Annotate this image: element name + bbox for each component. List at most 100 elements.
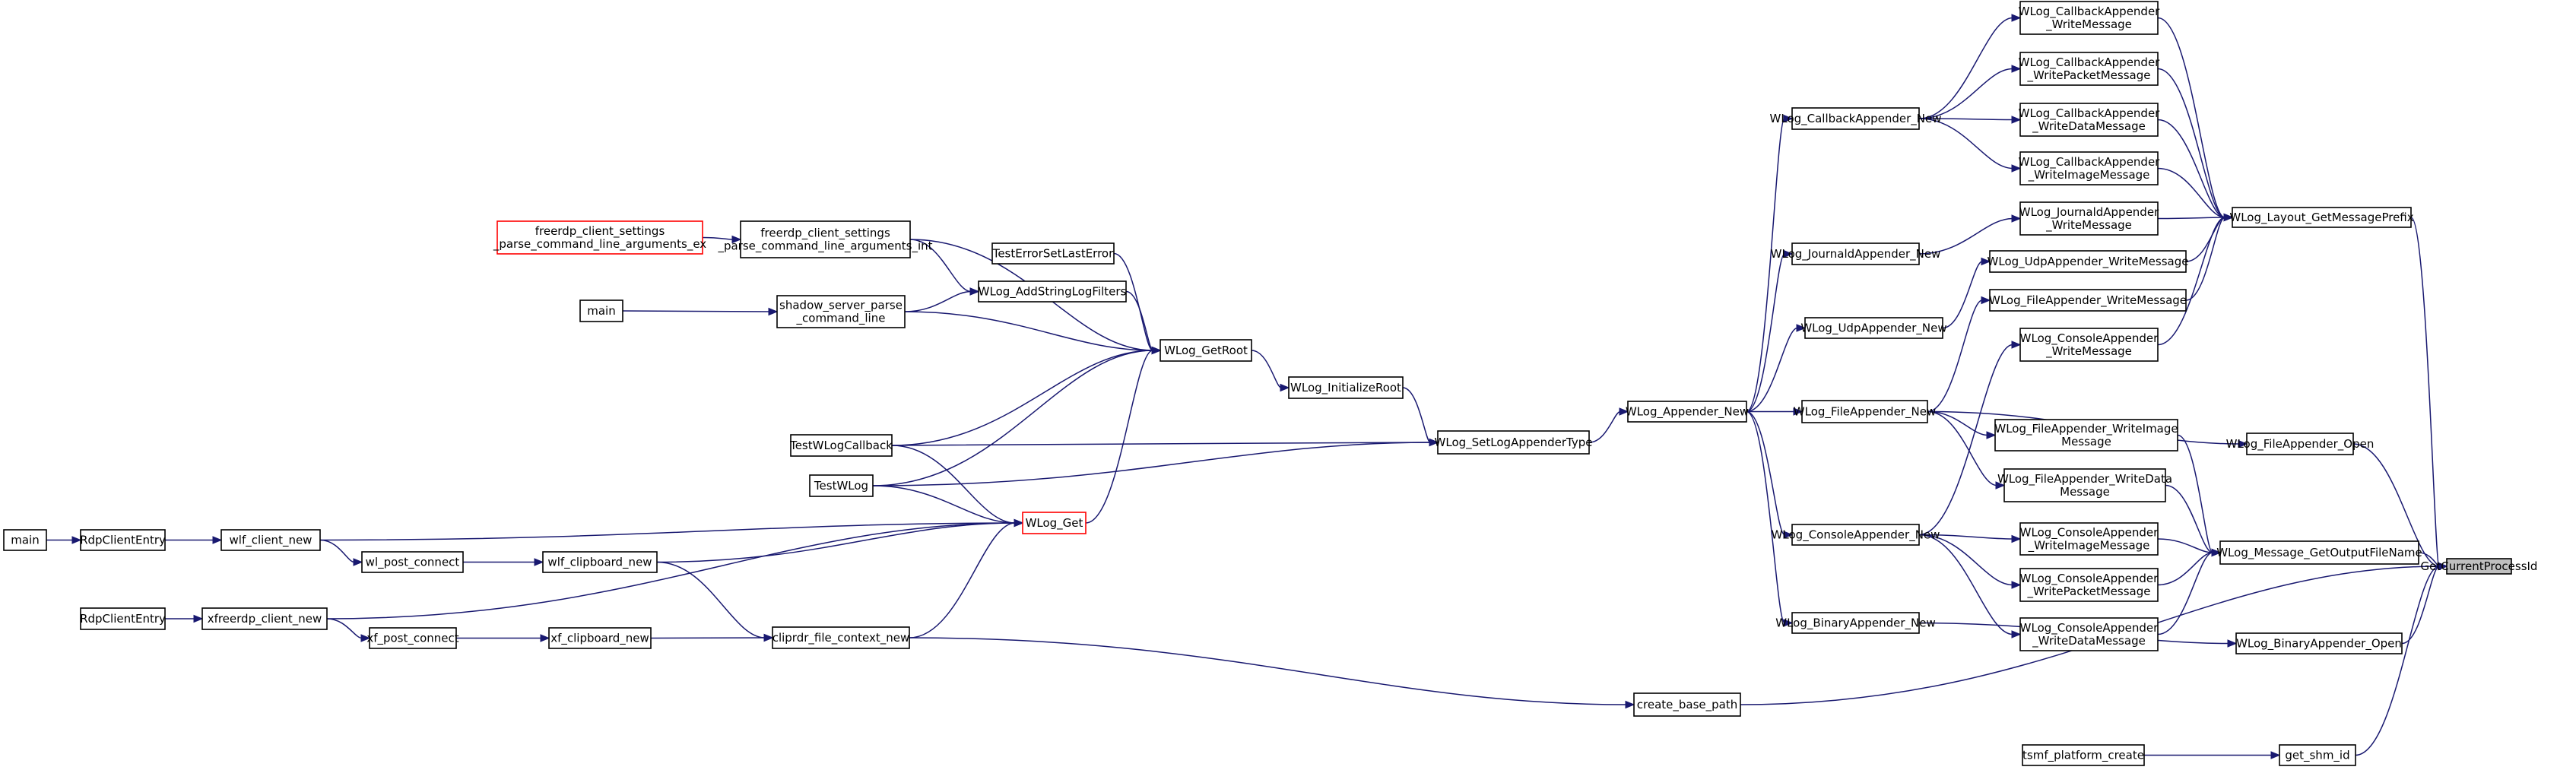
- node-box: [1989, 250, 2187, 273]
- edge-cb_wm-to-layout: [2157, 17, 2225, 218]
- graph-node-bin-open[interactable]: WLog_BinaryAppender_Open: [2235, 632, 2403, 654]
- edge-addfilt-to-getroot: [1125, 290, 1153, 351]
- graph-node-cliprdr[interactable]: cliprdr_file_context_new: [772, 626, 910, 649]
- arrowhead-xf_post-to-xf_clip: [540, 634, 550, 642]
- node-box: [740, 220, 911, 258]
- arrowhead-cliprdr-to-base_path: [1625, 700, 1635, 709]
- graph-node-getpid[interactable]: GetCurrentProcessId: [2421, 558, 2538, 575]
- graph-node-con-new[interactable]: WLog_ConsoleAppender_New: [1772, 524, 1940, 546]
- graph-node-main1[interactable]: main: [579, 299, 623, 322]
- graph-node-file-new[interactable]: WLog_FileAppender_New: [1794, 400, 1936, 423]
- node-box: [1288, 376, 1404, 399]
- graph-node-xfree[interactable]: xfreerdp_client_new: [201, 607, 328, 630]
- graph-node-jr-wm[interactable]: WLog_JournaldAppender_WriteMessage: [2019, 201, 2159, 236]
- graph-node-getout[interactable]: WLog_Message_GetOutputFileName: [2216, 540, 2422, 565]
- node-label: WLog_JournaldAppender_New: [1771, 247, 1941, 261]
- graph-node-fr-int[interactable]: freerdp_client_settings_parse_command_li…: [717, 220, 933, 258]
- graph-node-cb-wpm[interactable]: WLog_CallbackAppender_WritePacketMessage: [2019, 52, 2161, 86]
- graph-node-base-path[interactable]: create_base_path: [1633, 692, 1741, 717]
- graph-node-cb-wdm[interactable]: WLog_CallbackAppender_WriteDataMessage: [2019, 103, 2161, 137]
- graph-node-file-wim[interactable]: WLog_FileAppender_WriteImageMessage: [1994, 419, 2178, 452]
- node-box: [790, 434, 893, 457]
- graph-node-udp-new[interactable]: WLog_UdpAppender_New: [1800, 317, 1947, 339]
- node-label: RdpClientEntry: [80, 612, 166, 626]
- graph-node-teslast[interactable]: TestErrorSetLastError: [991, 242, 1115, 265]
- graph-node-shadow[interactable]: shadow_server_parse_command_line: [776, 295, 906, 328]
- arrowhead-con_new-to-con_wim: [2011, 534, 2022, 543]
- graph-node-addfilt[interactable]: WLog_AddStringLogFilters: [978, 280, 1127, 303]
- graph-node-wlf-clip[interactable]: wlf_clipboard_new: [542, 551, 658, 573]
- edge-shm-to-getpid: [2355, 566, 2440, 756]
- edge-file_wm-to-layout: [2185, 217, 2225, 301]
- graph-node-layout[interactable]: WLog_Layout_GetMessagePrefix: [2229, 207, 2414, 228]
- graph-node-con-wpm[interactable]: WLog_ConsoleAppender_WritePacketMessage: [2019, 568, 2159, 602]
- graph-node-app-new[interactable]: WLog_Appender_New: [1626, 401, 1749, 423]
- graph-node-shm[interactable]: get_shm_id: [2279, 744, 2356, 766]
- graph-node-twlog[interactable]: TestWLog: [809, 474, 874, 497]
- node-box: [2019, 328, 2159, 362]
- edge-layer: [46, 14, 2448, 759]
- graph-node-cb-new[interactable]: WLog_CallbackAppender_New: [1770, 107, 1942, 130]
- graph-node-rdp1[interactable]: RdpClientEntry: [80, 529, 166, 551]
- graph-node-wl-post[interactable]: wl_post_connect: [361, 551, 464, 573]
- graph-node-con-wm[interactable]: WLog_ConsoleAppender_WriteMessage: [2019, 328, 2159, 362]
- graph-node-getroot[interactable]: WLog_GetRoot: [1160, 339, 1252, 362]
- arrowhead-rdp2-to-xfree: [193, 614, 204, 623]
- arrowhead-xfree-to-xf_post: [360, 634, 371, 642]
- arrowhead-cb_new-to-cb_wim: [2011, 164, 2022, 173]
- node-label: WLog_Appender_New: [1626, 405, 1749, 420]
- node-label: WLog_ConsoleAppender: [2020, 572, 2159, 586]
- edge-con_wpm-to-getout: [2157, 552, 2213, 586]
- edge-cb_new-to-cb_wpm: [1918, 68, 2013, 119]
- edge-bin_open-to-getpid: [2401, 566, 2440, 645]
- graph-node-con-wdm[interactable]: WLog_ConsoleAppender_WriteDataMessage: [2019, 617, 2159, 651]
- edge-cb_new-to-cb_wm: [1918, 17, 2013, 119]
- node-box: [1791, 524, 1920, 546]
- node-box: [1633, 692, 1741, 717]
- node-label: WLog_AddStringLogFilters: [979, 285, 1127, 299]
- graph-node-con-wim[interactable]: WLog_ConsoleAppender_WriteImageMessage: [2019, 522, 2159, 556]
- node-label: WLog_GetRoot: [1164, 344, 1248, 358]
- graph-node-tsmf[interactable]: tsmf_platform_create: [2022, 744, 2145, 766]
- graph-node-file-wm[interactable]: WLog_FileAppender_WriteMessage: [1989, 289, 2187, 312]
- graph-node-udp-wm[interactable]: WLog_UdpAppender_WriteMessage: [1988, 250, 2189, 273]
- graph-node-twcb[interactable]: TestWLogCallback: [789, 434, 893, 457]
- graph-node-fr-ex[interactable]: freerdp_client_settings_parse_command_li…: [493, 220, 706, 255]
- node-label: xfreerdp_client_new: [208, 612, 322, 626]
- graph-node-file-wdm[interactable]: WLog_FileAppender_WriteDataMessage: [1997, 468, 2172, 502]
- graph-node-rdp2[interactable]: RdpClientEntry: [80, 607, 166, 630]
- node-box: [991, 242, 1115, 265]
- node-box: [1989, 289, 2187, 312]
- graph-node-cb-wim[interactable]: WLog_CallbackAppender_WriteImageMessage: [2019, 151, 2161, 185]
- edge-file_new-to-file_wdm: [1927, 410, 1997, 486]
- edge-setlog-to-app_new: [1588, 410, 1621, 443]
- graph-node-wlogget[interactable]: WLog_Get: [1022, 512, 1087, 534]
- graph-node-initroot[interactable]: WLog_InitializeRoot: [1288, 376, 1404, 399]
- graph-node-jr-new[interactable]: WLog_JournaldAppender_New: [1771, 242, 1941, 265]
- graph-node-xf-post[interactable]: xf_post_connect: [366, 627, 459, 649]
- edge-getroot-to-initroot: [1251, 350, 1282, 388]
- node-label: WLog_ConsoleAppender: [2020, 621, 2159, 635]
- node-label: wl_post_connect: [366, 556, 460, 570]
- edge-fr_int-to-addfilt: [909, 239, 972, 293]
- node-box: [2232, 207, 2412, 228]
- graph-node-setlog[interactable]: WLog_SetLogAppenderType: [1435, 430, 1593, 455]
- graph-node-file-open[interactable]: WLog_FileAppender_Open: [2226, 433, 2375, 455]
- node-label: RdpClientEntry: [80, 534, 166, 547]
- node-box: [496, 220, 703, 255]
- node-box: [80, 529, 166, 551]
- node-label: shadow_server_parse: [779, 299, 903, 313]
- node-label: WLog_CallbackAppender: [2019, 155, 2161, 170]
- node-box: [1791, 107, 1920, 130]
- graph-node-bin-new[interactable]: WLog_BinaryAppender_New: [1775, 612, 1936, 634]
- node-label: _WriteImageMessage: [2028, 539, 2150, 553]
- edge-twcb-to-setlog: [891, 442, 1431, 446]
- graph-node-xf-clip[interactable]: xf_clipboard_new: [548, 627, 652, 649]
- graph-node-cb-wm[interactable]: WLog_CallbackAppender_WriteMessage: [2019, 1, 2161, 35]
- graph-node-main2[interactable]: main: [3, 529, 47, 551]
- node-label: WLog_CallbackAppender_New: [1770, 112, 1942, 126]
- graph-node-wlf-cli[interactable]: wlf_client_new: [220, 529, 321, 551]
- arrowhead-file_open-to-getpid: [2438, 562, 2448, 571]
- arrowhead-con_new-to-con_wpm: [2011, 581, 2022, 589]
- node-label: freerdp_client_settings: [760, 227, 890, 241]
